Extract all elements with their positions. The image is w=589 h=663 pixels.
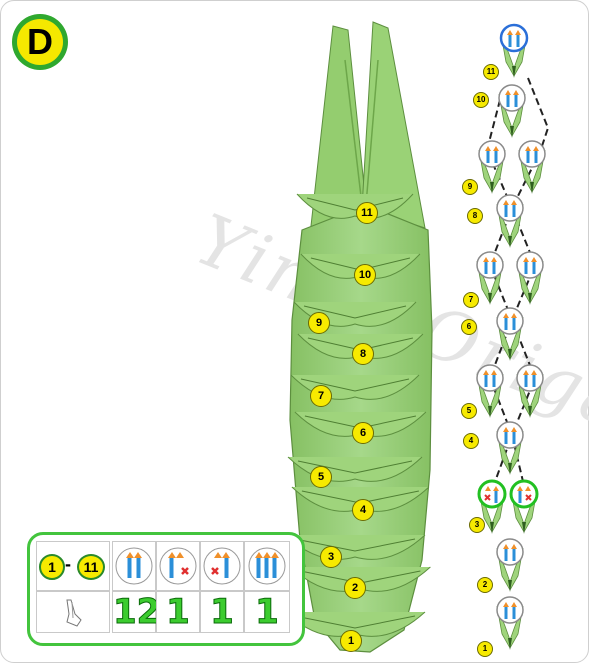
sequence-row-number: 8 xyxy=(467,208,483,224)
double-arrow-icon xyxy=(497,597,523,623)
legend-range-cell: 1 - 11 xyxy=(36,541,110,591)
sequence-row-number: 11 xyxy=(483,64,499,80)
legend-panel: 1 - 11 xyxy=(27,532,305,646)
sequence-row-number: 5 xyxy=(461,403,477,419)
double-arrow-icon xyxy=(501,25,527,51)
legend-range-separator: - xyxy=(65,554,71,575)
sequence-row-number: 6 xyxy=(461,319,477,335)
double-arrow-icon xyxy=(517,252,543,278)
legend-range-end: 11 xyxy=(77,554,105,580)
double-arrow-icon xyxy=(497,539,523,565)
legend-count-3: 1 xyxy=(200,591,244,633)
legend-icon-cell-2 xyxy=(156,541,200,591)
legend-count-4: 1 xyxy=(244,591,290,633)
sequence-row-number: 3 xyxy=(469,517,485,533)
sequence-row-number: 4 xyxy=(463,433,479,449)
sequence-row-number: 2 xyxy=(477,577,493,593)
legend-count-2: 1 xyxy=(156,591,200,633)
sequence-row-number: 10 xyxy=(473,92,489,108)
double-arrow-icon xyxy=(497,308,523,334)
double-arrow-cross-left-icon xyxy=(201,542,243,590)
legend-icon-cell-1 xyxy=(112,541,156,591)
legend-piece-cell xyxy=(36,591,110,633)
legend-count-1: 12 xyxy=(112,591,156,633)
sequence-row-number: 9 xyxy=(462,179,478,195)
double-arrow-cross-left-icon xyxy=(479,481,505,507)
sequence-row-number: 1 xyxy=(477,641,493,657)
double-arrow-icon xyxy=(499,85,525,111)
double-arrow-cross-right-icon xyxy=(157,542,199,590)
legend-range-start: 1 xyxy=(39,554,65,580)
double-arrow-icon xyxy=(113,542,155,590)
double-arrow-icon xyxy=(519,141,545,167)
double-arrow-icon xyxy=(497,422,523,448)
double-arrow-icon xyxy=(517,365,543,391)
sequence-row-number: 7 xyxy=(463,292,479,308)
piece-outline-icon xyxy=(37,592,109,632)
legend-icon-cell-3 xyxy=(200,541,244,591)
double-arrow-icon xyxy=(479,141,505,167)
double-arrow-icon xyxy=(477,252,503,278)
double-arrow-cross-right-icon xyxy=(511,481,537,507)
double-arrow-icon xyxy=(497,195,523,221)
triple-arrow-icon xyxy=(245,542,289,590)
double-arrow-icon xyxy=(477,365,503,391)
legend-icon-cell-4 xyxy=(244,541,290,591)
